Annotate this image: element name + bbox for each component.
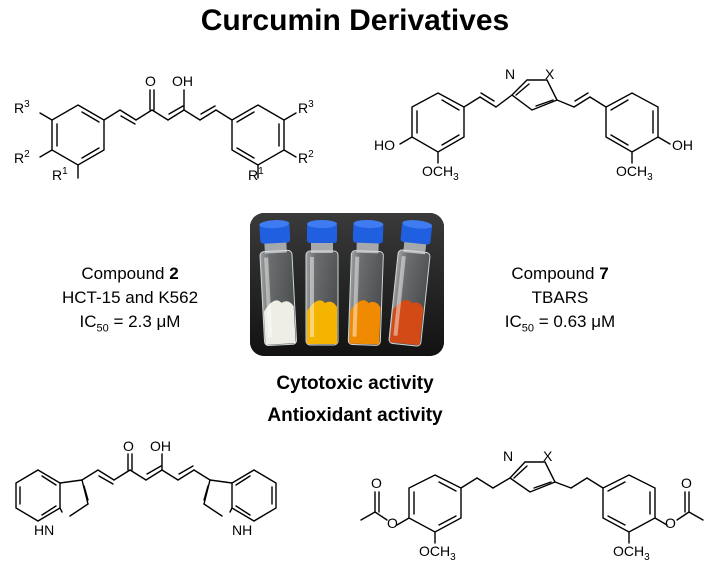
- compound-7-assay: TBARS: [531, 288, 589, 307]
- atom-nh: NH: [232, 522, 252, 538]
- compound-7-ic50: = 0.63 μM: [534, 312, 616, 331]
- compound-2-number: 2: [169, 264, 179, 283]
- structure-acetylated-analogue: N X O O O O OCH3 OCH3: [355, 440, 710, 570]
- atom-och3-right: OCH: [616, 163, 647, 179]
- compound-2-cells: HCT-15 and K562: [61, 288, 199, 307]
- vial-cap-3: [352, 222, 384, 244]
- compound-7-number: 7: [599, 264, 609, 283]
- vial-3: [347, 220, 384, 346]
- svg-text:R3: R3: [14, 99, 30, 116]
- atom-ring-n: N: [503, 448, 513, 464]
- svg-text:OCH3: OCH3: [613, 543, 650, 563]
- atom-enol-oh: OH: [172, 73, 193, 89]
- atom-och3-left: OCH: [419, 543, 450, 559]
- cytotoxic-activity-label: Cytotoxic activity: [276, 373, 434, 394]
- antioxidant-activity-label: Antioxidant activity: [267, 405, 443, 426]
- atom-ring-n: N: [505, 66, 515, 82]
- atom-r1-left: R: [52, 167, 62, 183]
- compound-2-ic50: = 2.3 μM: [108, 312, 181, 331]
- svg-text:R1: R1: [248, 166, 264, 183]
- structure-heterocycle-analogue: N X HO OH OCH3 OCH3: [360, 55, 710, 195]
- vial-1: [259, 220, 297, 347]
- atom-ester-o-right: O: [665, 515, 676, 531]
- vial-2: [305, 220, 339, 346]
- svg-text:R2: R2: [298, 149, 314, 166]
- atom-ring-x: X: [543, 448, 553, 464]
- svg-text:R2: R2: [14, 149, 30, 166]
- structure-curcumin-scaffold: O OH R3 R2 R1 R3 R2 R1: [0, 60, 340, 195]
- svg-text:R3: R3: [298, 99, 314, 116]
- atom-och3-right: OCH: [613, 543, 644, 559]
- atom-r3-left: R: [14, 100, 24, 116]
- atom-r2-left: R: [14, 150, 24, 166]
- atom-ester-o-left: O: [387, 515, 398, 531]
- atom-oh: OH: [672, 137, 693, 153]
- atom-acyl-o-right: O: [681, 475, 692, 491]
- atom-och3-left: OCH: [422, 163, 453, 179]
- vial-4: [388, 220, 433, 347]
- svg-text:OCH3: OCH3: [419, 543, 456, 563]
- atom-ring-x: X: [545, 66, 555, 82]
- atom-r3-right: R: [298, 100, 308, 116]
- atom-hn: HN: [34, 522, 54, 538]
- vial-cap-2: [307, 223, 337, 243]
- atom-acyl-o-left: O: [371, 475, 382, 491]
- vials-photo: [250, 213, 444, 356]
- atom-ho: HO: [374, 137, 395, 153]
- atom-carbonyl-o: O: [145, 73, 156, 89]
- atom-r2-right: R: [298, 150, 308, 166]
- atom-r1-right: R: [248, 167, 258, 183]
- svg-text:OCH3: OCH3: [422, 163, 459, 183]
- structure-indole-analogue: O OH HN NH: [0, 438, 320, 570]
- figure-title: Curcumin Derivatives: [200, 4, 510, 37]
- atom-enol-oh: OH: [150, 438, 171, 454]
- svg-text:R1: R1: [52, 166, 68, 183]
- compound-7-label: Compound 7 TBARS IC50 = 0.63 μM: [470, 262, 650, 340]
- atom-carbonyl-o: O: [123, 438, 134, 454]
- svg-text:OCH3: OCH3: [616, 163, 653, 183]
- compound-2-label: Compound 2 HCT-15 and K562 IC50 = 2.3 μM: [40, 262, 220, 340]
